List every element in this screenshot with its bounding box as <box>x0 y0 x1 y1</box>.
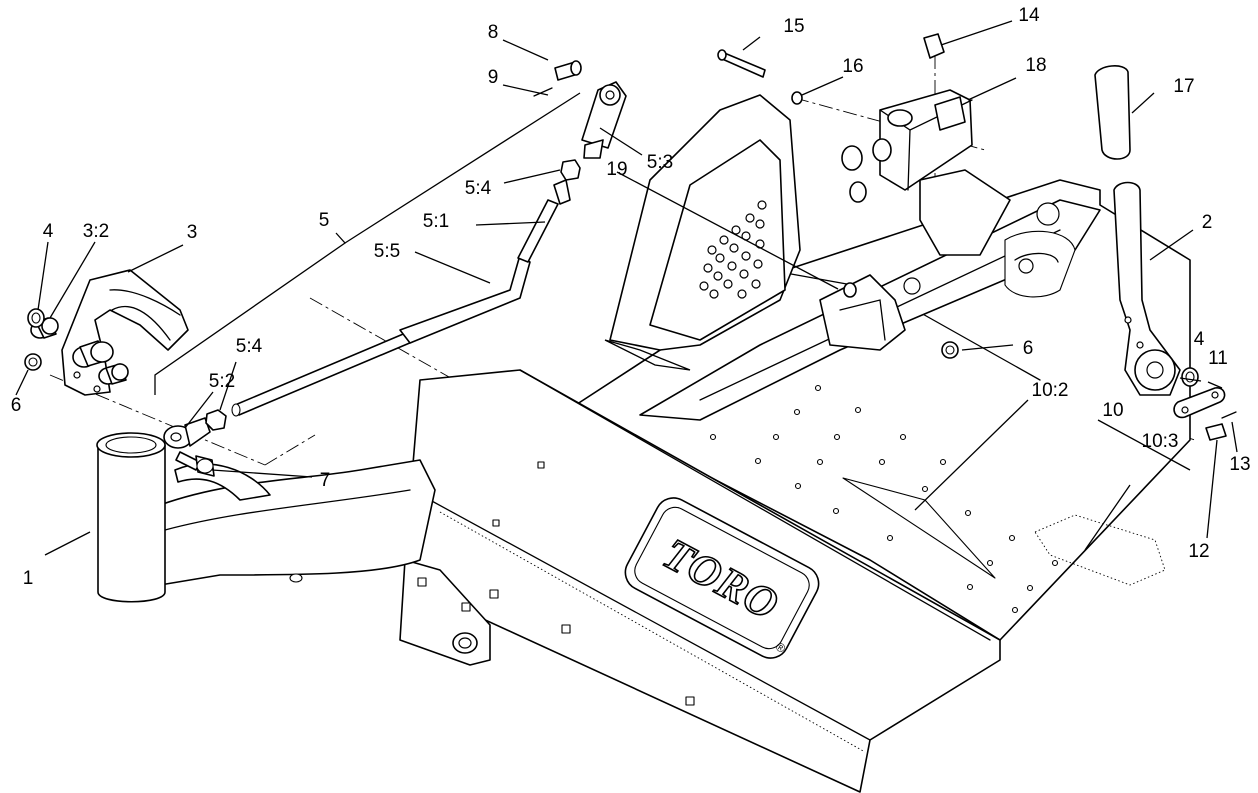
frame-assembly: TORO ® <box>399 179 1191 793</box>
callout-1: 1 <box>23 568 34 589</box>
callout-5-2: 5:2 <box>209 371 235 392</box>
bolt-15 <box>717 49 766 78</box>
perforated-seat-panel <box>604 94 801 371</box>
callout-10-3: 10:3 <box>1142 431 1179 452</box>
pin-12 <box>1205 423 1227 441</box>
callout-7: 7 <box>320 470 331 491</box>
cotter-pin-9 <box>533 87 553 97</box>
leader-lines <box>15 20 1238 556</box>
callout-19: 19 <box>606 159 627 180</box>
bushing-3-2 <box>30 317 129 385</box>
callout-5-4-left: 5:4 <box>236 336 263 357</box>
cotter-pin-13 <box>1221 411 1237 419</box>
callout-14: 14 <box>1018 5 1040 26</box>
rod-assembly-5 <box>163 81 627 449</box>
callout-2: 2 <box>1202 212 1213 233</box>
bolt-7 <box>175 451 215 477</box>
clip-14 <box>923 33 945 59</box>
callout-5-5: 5:5 <box>374 241 400 262</box>
callout-8: 8 <box>488 22 499 43</box>
clevis-pin-8 <box>554 60 582 81</box>
callout-6-right: 6 <box>1023 338 1034 359</box>
callout-18: 18 <box>1025 55 1046 76</box>
callout-9: 9 <box>488 67 499 88</box>
callout-16: 16 <box>842 56 863 77</box>
callout-3: 3 <box>187 222 198 243</box>
callout-10: 10 <box>1102 400 1123 421</box>
callout-10-2: 10:2 <box>1032 380 1069 401</box>
callout-6-left: 6 <box>11 395 22 416</box>
pivot-pin-19 <box>843 282 857 298</box>
callout-labels: 1 2 3 3:2 4 4 5 5:1 5:2 5:3 5:4 5:4 5:5 … <box>11 5 1251 589</box>
callout-15: 15 <box>783 16 804 37</box>
callout-17: 17 <box>1173 76 1194 97</box>
callout-5-4-top: 5:4 <box>465 178 492 199</box>
callout-13: 13 <box>1229 454 1250 475</box>
link-11 <box>1173 387 1226 419</box>
callout-11: 11 <box>1208 348 1228 369</box>
callout-5-3: 5:3 <box>647 152 673 173</box>
callout-3-2: 3:2 <box>83 221 109 242</box>
callout-5: 5 <box>319 210 330 231</box>
valve-block-18 <box>841 89 1011 256</box>
callout-5-1: 5:1 <box>423 211 449 232</box>
handle-grip-17 <box>1094 65 1131 160</box>
callout-4-right: 4 <box>1194 329 1205 350</box>
seat-holes <box>699 200 767 299</box>
callout-4-left: 4 <box>43 221 54 242</box>
decal-10-2 <box>842 477 996 579</box>
washer-16 <box>791 91 803 105</box>
callout-12: 12 <box>1188 541 1209 562</box>
lever-arm-2 <box>1113 181 1181 396</box>
steering-arm-assembly <box>96 432 436 603</box>
deck-rivets <box>709 384 1059 614</box>
toro-logo: TORO ® <box>624 497 820 659</box>
